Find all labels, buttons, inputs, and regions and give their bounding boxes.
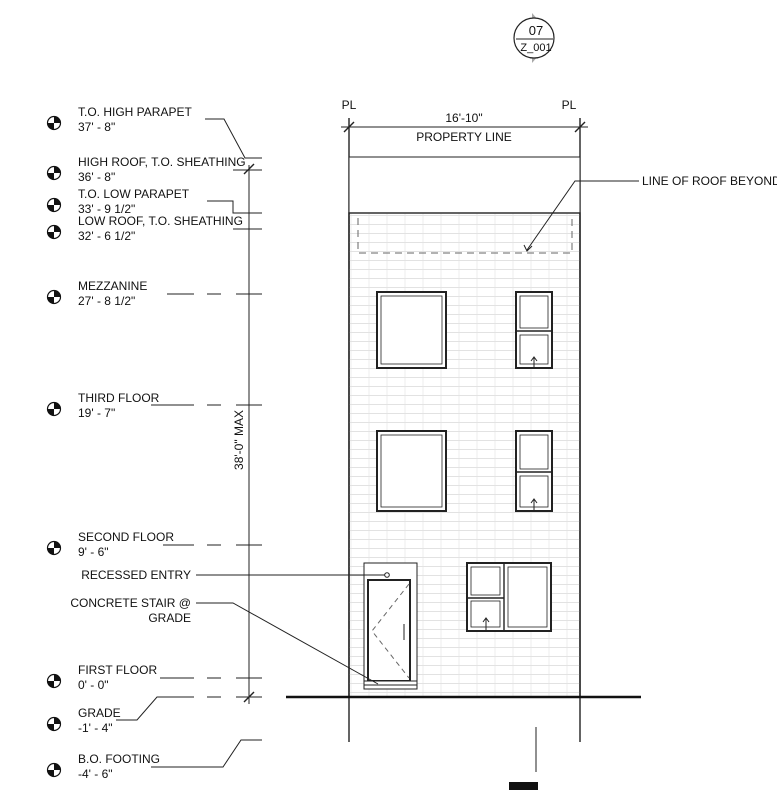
section-tag[interactable]: 07 Z_001 (513, 13, 555, 63)
recessed-entry-label: RECESSED ENTRY (81, 568, 191, 582)
level-name: T.O. HIGH PARAPET (78, 105, 192, 119)
level-datum-quadrant (54, 541, 61, 548)
level-elevation: 33' - 9 1/2" (78, 202, 135, 216)
height-dim-tick-top (243, 163, 255, 175)
window-second-group (466, 562, 552, 632)
level-elevation: 32' - 6 1/2" (78, 229, 135, 243)
window-mezzanine-large-sash (380, 295, 443, 365)
level-datum-quadrant (54, 717, 61, 724)
window-third-large (376, 430, 447, 512)
height-dimension: 38'-0" MAX (232, 163, 255, 704)
level-name: THIRD FLOOR (78, 391, 160, 405)
door-swing-dashed (371, 583, 410, 679)
level-name: GRADE (78, 706, 121, 720)
section-cut-marker (509, 782, 538, 790)
level-leader (151, 739, 262, 768)
level-name: LOW ROOF, T.O. SHEATHING (78, 214, 243, 228)
level-elevation: 37' - 8" (78, 120, 115, 134)
level-name: FIRST FLOOR (78, 663, 157, 677)
roof-beyond-leader (526, 180, 639, 251)
level-datum-quadrant (47, 409, 54, 416)
level-datum-quadrant (47, 548, 54, 555)
section-tag-number: 07 (529, 23, 543, 38)
level-datum-quadrant (47, 123, 54, 130)
entry-door (367, 579, 411, 682)
level-datum-quadrant (47, 205, 54, 212)
level-leader (207, 200, 262, 214)
level-datum-quadrant (54, 225, 61, 232)
level-elevation: 19' - 7" (78, 406, 115, 420)
roof-beyond-label: LINE OF ROOF BEYOND (642, 174, 777, 188)
stair-leader (196, 602, 379, 685)
level-datum-quadrant (54, 763, 61, 770)
level-datum-quadrant (47, 232, 54, 239)
operation-arrow-icon (530, 356, 538, 369)
level-leader (205, 118, 262, 159)
level-datum-quadrant (54, 290, 61, 297)
dim-tick-left (343, 121, 355, 133)
roof-beyond-arrow-icon (523, 244, 533, 252)
pl-marker-right: PL (562, 98, 577, 112)
annotation-leaders (196, 180, 639, 685)
level-name: SECOND FLOOR (78, 530, 174, 544)
window-third-large-sash (380, 434, 443, 508)
level-name: HIGH ROOF, T.O. SHEATHING (78, 155, 246, 169)
level-name: MEZZANINE (78, 279, 147, 293)
dim-tick-right (574, 121, 586, 133)
level-elevation: 0' - 0" (78, 678, 109, 692)
height-dimension-text: 38'-0" MAX (232, 410, 246, 470)
window-mezzanine-small (515, 291, 553, 369)
high-parapet (348, 156, 581, 214)
window-second-fixed (507, 566, 548, 628)
level-elevation: 27' - 8 1/2" (78, 294, 135, 308)
section-tag-circle (513, 17, 555, 59)
level-datum-quadrant (54, 166, 61, 173)
level-marker: GRADE-1' - 4" (46, 696, 262, 735)
level-datum-quadrant (54, 674, 61, 681)
level-datum-quadrant (47, 297, 54, 304)
level-datum-quadrant (54, 116, 61, 123)
operation-arrow-icon (530, 498, 538, 511)
level-marker: B.O. FOOTING-4' - 6" (46, 739, 262, 781)
level-datum-quadrant (47, 681, 54, 688)
window-third-small (515, 430, 553, 512)
window-mezzanine-large (376, 291, 447, 369)
level-datum-quadrant (47, 770, 54, 777)
window-mezzanine-small-upper (519, 295, 549, 329)
operation-arrow-icon (482, 617, 490, 630)
window-third-small-upper (519, 434, 549, 470)
section-tag-sheet: Z_001 (520, 42, 551, 54)
level-name: B.O. FOOTING (78, 752, 160, 766)
roof-beyond-dashed (357, 218, 573, 254)
level-name: T.O. LOW PARAPET (78, 187, 190, 201)
level-elevation: -1' - 4" (78, 721, 113, 735)
entry-leader-dot (384, 572, 390, 578)
building-elevation (348, 156, 581, 698)
stair-label-line1: CONCRETE STAIR @ (70, 596, 191, 610)
level-elevation: 9' - 6" (78, 545, 109, 559)
level-leader (116, 696, 262, 721)
level-datum-quadrant (47, 173, 54, 180)
level-datum-quadrant (47, 724, 54, 731)
width-dimension-text: 16'-10" (445, 111, 482, 125)
level-datum-quadrant (54, 198, 61, 205)
level-elevation: 36' - 8" (78, 170, 115, 184)
pl-marker-left: PL (342, 98, 357, 112)
level-elevation: -4' - 6" (78, 767, 113, 781)
window-second-upper-left (470, 566, 501, 596)
property-line-label: PROPERTY LINE (416, 130, 512, 144)
level-datum-quadrant (54, 402, 61, 409)
stair-label-line2: GRADE (148, 611, 191, 625)
